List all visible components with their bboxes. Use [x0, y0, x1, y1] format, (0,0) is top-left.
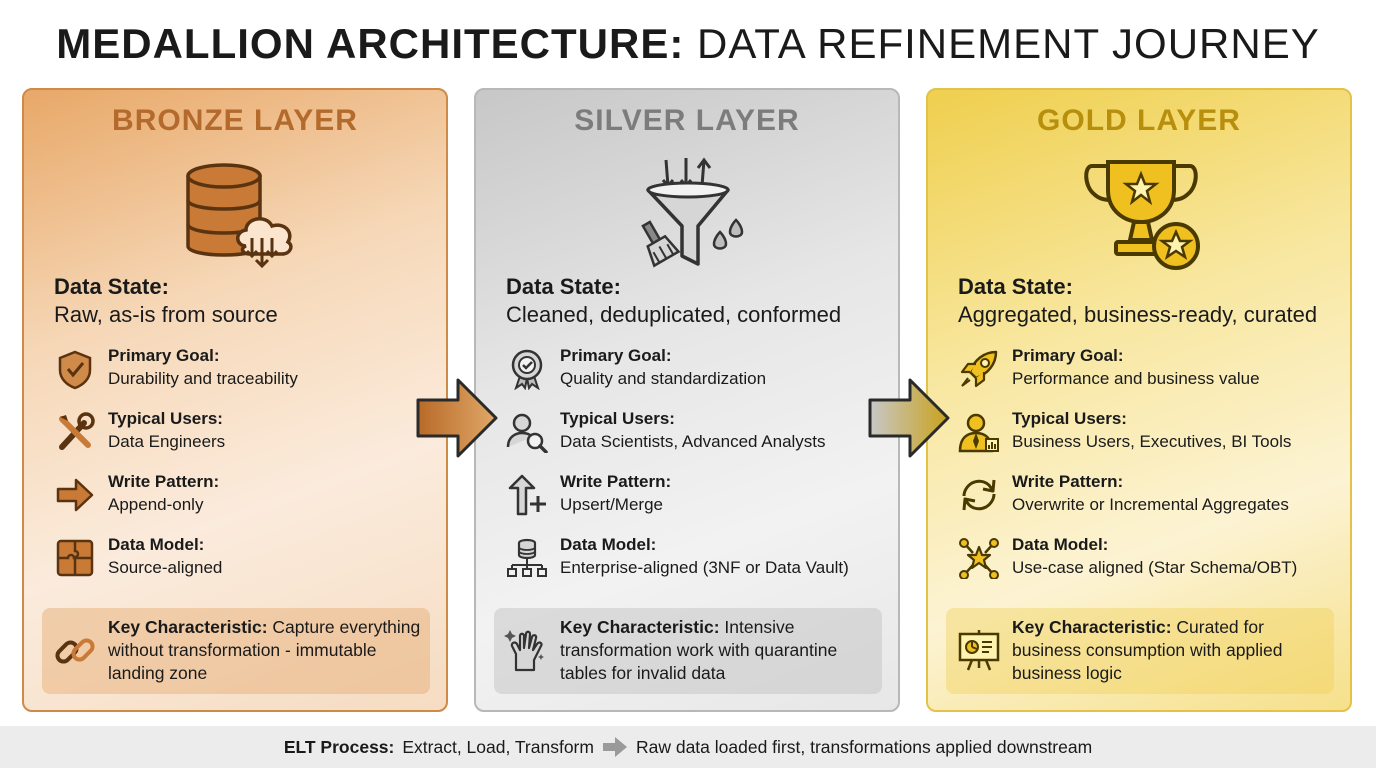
- key-characteristic-label: Key Characteristic:: [560, 617, 720, 637]
- key-characteristic-box: Key Characteristic: Capture everything w…: [42, 608, 430, 694]
- row-label: Write Pattern:: [560, 472, 672, 491]
- puzzle-icon: [56, 539, 94, 577]
- row-value: Enterprise-aligned (3NF or Data Vault): [560, 558, 849, 577]
- data-model-row: Data Model: Use-case aligned (Star Schem…: [958, 535, 1348, 585]
- tools-icon: [59, 412, 95, 450]
- write-pattern-row: Write Pattern: Append-only: [54, 472, 444, 522]
- title-light: DATA REFINEMENT JOURNEY: [697, 20, 1320, 67]
- presentation-board-icon: [958, 630, 1000, 671]
- footer-description: Raw data loaded first, transformations a…: [635, 736, 1093, 757]
- data-state-value: Aggregated, business-ready, curated: [958, 302, 1318, 327]
- database-network-icon: [507, 538, 547, 577]
- layer-title: BRONZE LAYER: [112, 104, 358, 137]
- row-value: Durability and traceability: [108, 369, 298, 388]
- row-value: Use-case aligned (Star Schema/OBT): [1012, 558, 1298, 577]
- shield-icon: [58, 350, 92, 390]
- row-value: Data Engineers: [108, 432, 226, 451]
- row-value: Quality and standardization: [560, 369, 767, 388]
- data-state-value: Cleaned, deduplicated, conformed: [506, 302, 842, 327]
- silver-layer-panel: SILVER LAYER Data State: Cleaned, dedupl…: [474, 88, 900, 712]
- primary-goal-row: Primary Goal: Quality and standardizatio…: [506, 346, 896, 396]
- row-label: Write Pattern:: [1012, 472, 1124, 491]
- star-network-icon: [959, 538, 999, 579]
- layer-title: GOLD LAYER: [1037, 104, 1241, 137]
- database-cloud-icon: [186, 163, 293, 269]
- key-characteristic-text: Intensive transformation work with quara…: [560, 617, 838, 683]
- user-search-icon: [506, 413, 548, 453]
- data-state-label: Data State:: [506, 274, 621, 299]
- row-value: Business Users, Executives, BI Tools: [1012, 432, 1292, 451]
- cleaning-glove-icon: [504, 630, 544, 672]
- row-label: Primary Goal:: [108, 346, 220, 365]
- row-label: Data Model:: [108, 535, 205, 554]
- refresh-icon: [962, 479, 996, 511]
- footer-process: Extract, Load, Transform: [402, 736, 594, 757]
- row-label: Typical Users:: [108, 409, 223, 428]
- rocket-icon: [960, 350, 998, 388]
- data-state-label: Data State:: [958, 274, 1073, 299]
- key-characteristic-label: Key Characteristic:: [1012, 617, 1172, 637]
- row-value: Upsert/Merge: [560, 495, 663, 514]
- row-label: Typical Users:: [1012, 409, 1127, 428]
- row-label: Data Model:: [560, 535, 657, 554]
- funnel-broom-icon: [641, 157, 744, 268]
- data-state-label: Data State:: [54, 274, 169, 299]
- write-pattern-row: Write Pattern: Upsert/Merge: [506, 472, 896, 522]
- primary-goal-row: Primary Goal: Durability and traceabilit…: [54, 346, 444, 396]
- key-characteristic-text: Capture everything without transformatio…: [108, 617, 421, 683]
- key-characteristic-box: Key Characteristic: Intensive transforma…: [494, 608, 882, 694]
- row-value: Append-only: [108, 495, 204, 514]
- data-state-value: Raw, as-is from source: [54, 302, 278, 327]
- typical-users-row: Typical Users: Data Engineers: [54, 409, 444, 459]
- key-characteristic-box: Key Characteristic: Curated for business…: [946, 608, 1334, 694]
- arrow-right-icon: [56, 478, 94, 512]
- arrow-right-icon: [602, 737, 627, 757]
- title-bold: MEDALLION ARCHITECTURE:: [56, 20, 685, 67]
- typical-users-row: Typical Users: Business Users, Executive…: [958, 409, 1348, 459]
- data-model-row: Data Model: Enterprise-aligned (3NF or D…: [506, 535, 896, 585]
- chain-link-icon: [55, 638, 95, 664]
- write-pattern-row: Write Pattern: Overwrite or Incremental …: [958, 472, 1348, 522]
- row-value: Data Scientists, Advanced Analysts: [560, 432, 826, 451]
- footer-label: ELT Process:: [283, 736, 395, 757]
- row-label: Primary Goal:: [1012, 346, 1124, 365]
- trophy-star-icon: [1084, 160, 1200, 270]
- data-model-row: Data Model: Source-aligned: [54, 535, 444, 585]
- award-badge-icon: [511, 349, 543, 390]
- row-label: Primary Goal:: [560, 346, 672, 365]
- key-characteristic-text: Curated for business consumption with ap…: [1012, 617, 1283, 683]
- silver-to-gold-arrow: [868, 378, 950, 458]
- key-characteristic-label: Key Characteristic:: [108, 617, 268, 637]
- row-value: Overwrite or Incremental Aggregates: [1012, 495, 1289, 514]
- upsert-arrow-icon: [508, 474, 546, 516]
- primary-goal-row: Primary Goal: Performance and business v…: [958, 346, 1348, 396]
- row-value: Performance and business value: [1012, 369, 1260, 388]
- layer-title: SILVER LAYER: [574, 104, 800, 137]
- bronze-layer-panel: BRONZE LAYER Data State: Raw, as-is from…: [22, 88, 448, 712]
- gold-layer-panel: GOLD LAYER Data State: Aggregated, busin…: [926, 88, 1352, 712]
- typical-users-row: Typical Users: Data Scientists, Advanced…: [506, 409, 896, 459]
- page-title: MEDALLION ARCHITECTURE: DATA REFINEMENT …: [0, 20, 1376, 68]
- row-label: Typical Users:: [560, 409, 675, 428]
- row-label: Write Pattern:: [108, 472, 220, 491]
- elt-process-footer: ELT Process: Extract, Load, Transform Ra…: [0, 726, 1376, 768]
- row-value: Source-aligned: [108, 558, 223, 577]
- bronze-to-silver-arrow: [416, 378, 498, 458]
- row-label: Data Model:: [1012, 535, 1109, 554]
- business-user-icon: [958, 413, 999, 453]
